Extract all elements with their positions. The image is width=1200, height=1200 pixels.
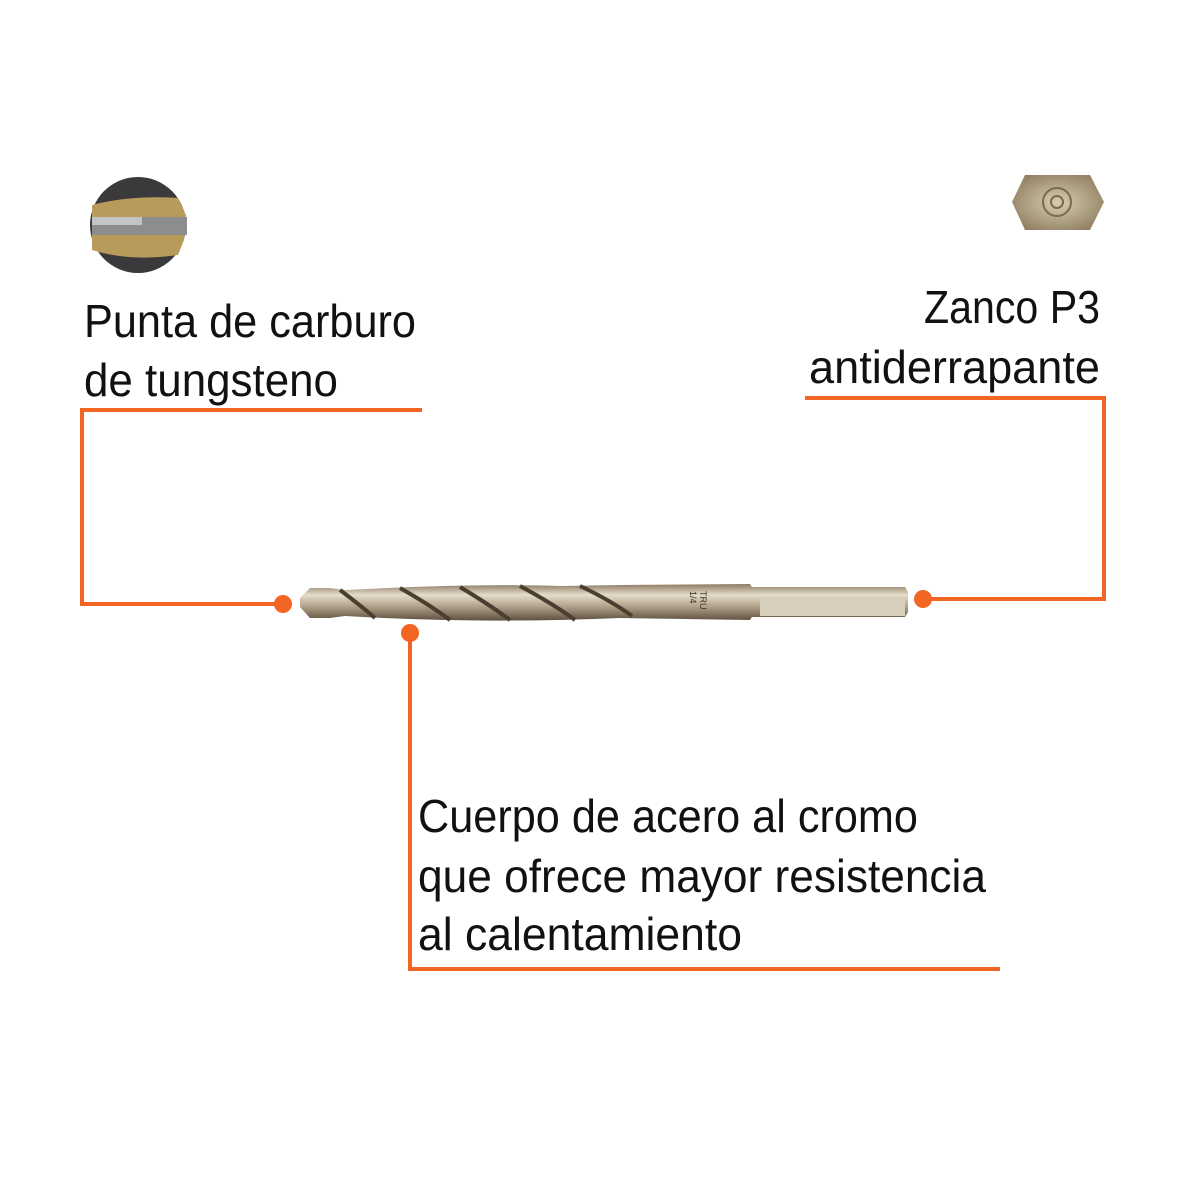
body-callout-dot	[401, 624, 419, 642]
shank-callout-label: Zanco P3 antiderrapante	[809, 281, 1100, 393]
body-label-line: que ofrece mayor resistencia	[418, 850, 986, 902]
tip-callout-label: Punta de carburo de tungsteno	[84, 295, 416, 406]
drill-engraving-size: 1/4	[688, 591, 698, 604]
drill-bit-image: TRU 1/4	[300, 584, 908, 622]
body-callout-label: Cuerpo de acero al cromo que ofrece mayo…	[418, 790, 986, 960]
body-leader-line	[408, 633, 1000, 971]
tip-label-line: de tungsteno	[84, 354, 338, 406]
shank-label-line: antiderrapante	[809, 341, 1100, 393]
callout-lines	[80, 396, 1106, 971]
shank-label-line: Zanco P3	[924, 281, 1100, 333]
shank-leader-line	[805, 396, 1106, 601]
carbide-tip-closeup-icon	[90, 177, 187, 273]
body-label-line: al calentamiento	[418, 908, 742, 960]
shank-callout-dot	[914, 590, 932, 608]
drill-engraving: TRU	[698, 591, 708, 610]
body-label-line: Cuerpo de acero al cromo	[418, 790, 918, 842]
tip-callout-dot	[274, 595, 292, 613]
tip-label-line: Punta de carburo	[84, 295, 416, 347]
hex-shank-end-icon	[1012, 175, 1104, 230]
tip-leader-line	[80, 408, 422, 606]
